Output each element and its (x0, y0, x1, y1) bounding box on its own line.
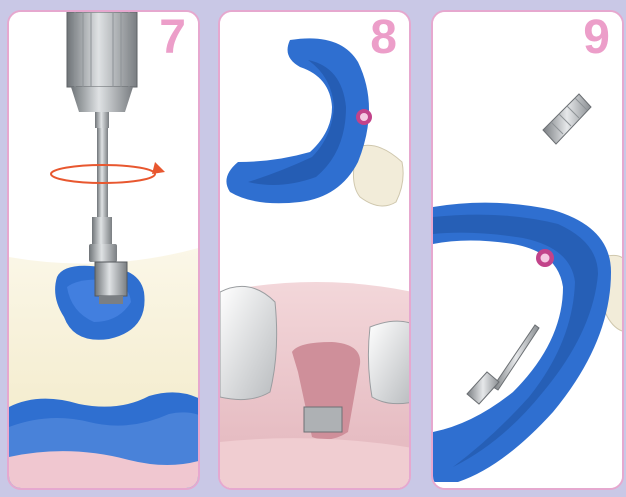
step-number: 9 (583, 14, 610, 62)
step-7-illustration (9, 12, 200, 490)
step-9-panel: 9 (431, 10, 624, 490)
step-number: 8 (370, 14, 397, 62)
step-9-illustration (433, 12, 624, 490)
screw-head-icon (536, 249, 554, 267)
step-8-illustration (220, 12, 411, 490)
screw-head-icon (356, 109, 372, 125)
step-number: 7 (159, 14, 186, 62)
step-8-panel: 8 (218, 10, 411, 490)
step-7-panel: 7 (7, 10, 200, 490)
